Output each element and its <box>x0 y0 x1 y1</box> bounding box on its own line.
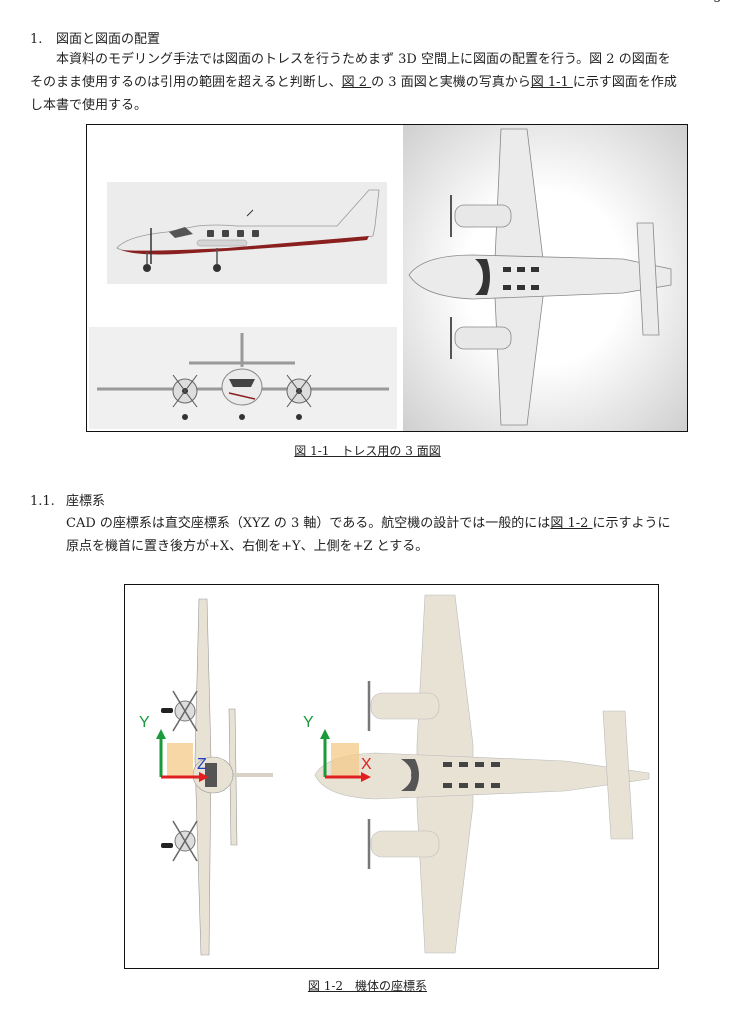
subsection-title: 座標系 <box>66 494 106 509</box>
subsection-paragraph: CAD の座標系は直交座標系（XYZ の 3 軸）である。航空機の設計では一般的… <box>66 512 726 558</box>
figure-coordinate-system: Y Z Y X <box>124 584 659 969</box>
subsection-number: 1.1. <box>30 494 55 509</box>
para-text: そのまま使用するのは引用の範囲を超えると判断し、 <box>30 75 342 90</box>
para-text: に示すように <box>592 516 671 531</box>
section-title: 図面と図面の配置 <box>56 32 161 47</box>
axis-label-z: Z <box>197 756 207 773</box>
axis-label-y: Y <box>139 714 150 731</box>
section-paragraph: 本資料のモデリング手法では図面のトレスを行うためまず 3D 空間上に図面の配置を… <box>30 48 720 117</box>
axis-label-x: X <box>361 756 372 773</box>
front-view-panel <box>89 327 397 429</box>
subsection-heading: 1.1. 座標系 <box>30 490 105 509</box>
figure-reference-link[interactable]: 図 2 <box>341 75 372 90</box>
figure-reference-link[interactable]: 図 1-2 <box>550 516 593 531</box>
figure-reference-link[interactable]: 図 1-1 <box>530 75 573 90</box>
side-view-panel <box>107 182 387 284</box>
section-number: 1. <box>30 32 43 47</box>
top-view-drawing <box>408 128 672 426</box>
coordinate-drawing: Y Z Y X <box>139 594 650 956</box>
page-number: 5 <box>713 0 721 5</box>
side-view-drawing <box>116 189 380 272</box>
para-text: 原点を機首に置き後方が+X、右側を+Y、上側を+Z とする。 <box>66 539 429 554</box>
para-text: し本書で使用する。 <box>30 98 148 113</box>
para-text: の 3 面図と実機の写真から <box>371 75 531 90</box>
caption-text: 図 1-2 機体の座標系 <box>307 979 428 993</box>
figure-caption: 図 1-1 トレス用の 3 面図 <box>0 442 735 459</box>
top-view-panel <box>403 125 687 431</box>
para-text: CAD の座標系は直交座標系（XYZ の 3 軸）である。航空機の設計では一般的… <box>66 516 551 531</box>
figure-three-view <box>86 124 688 432</box>
axis-label-y: Y <box>303 714 314 731</box>
front-view-drawing <box>97 333 389 420</box>
figure-caption: 図 1-2 機体の座標系 <box>0 977 735 994</box>
section-heading: 1. 図面と図面の配置 <box>30 28 160 47</box>
para-text: 本資料のモデリング手法では図面のトレスを行うためまず 3D 空間上に図面の配置を… <box>56 52 671 67</box>
para-text: に示す図面を作成 <box>572 75 677 90</box>
caption-text: 図 1-1 トレス用の 3 面図 <box>294 444 441 458</box>
